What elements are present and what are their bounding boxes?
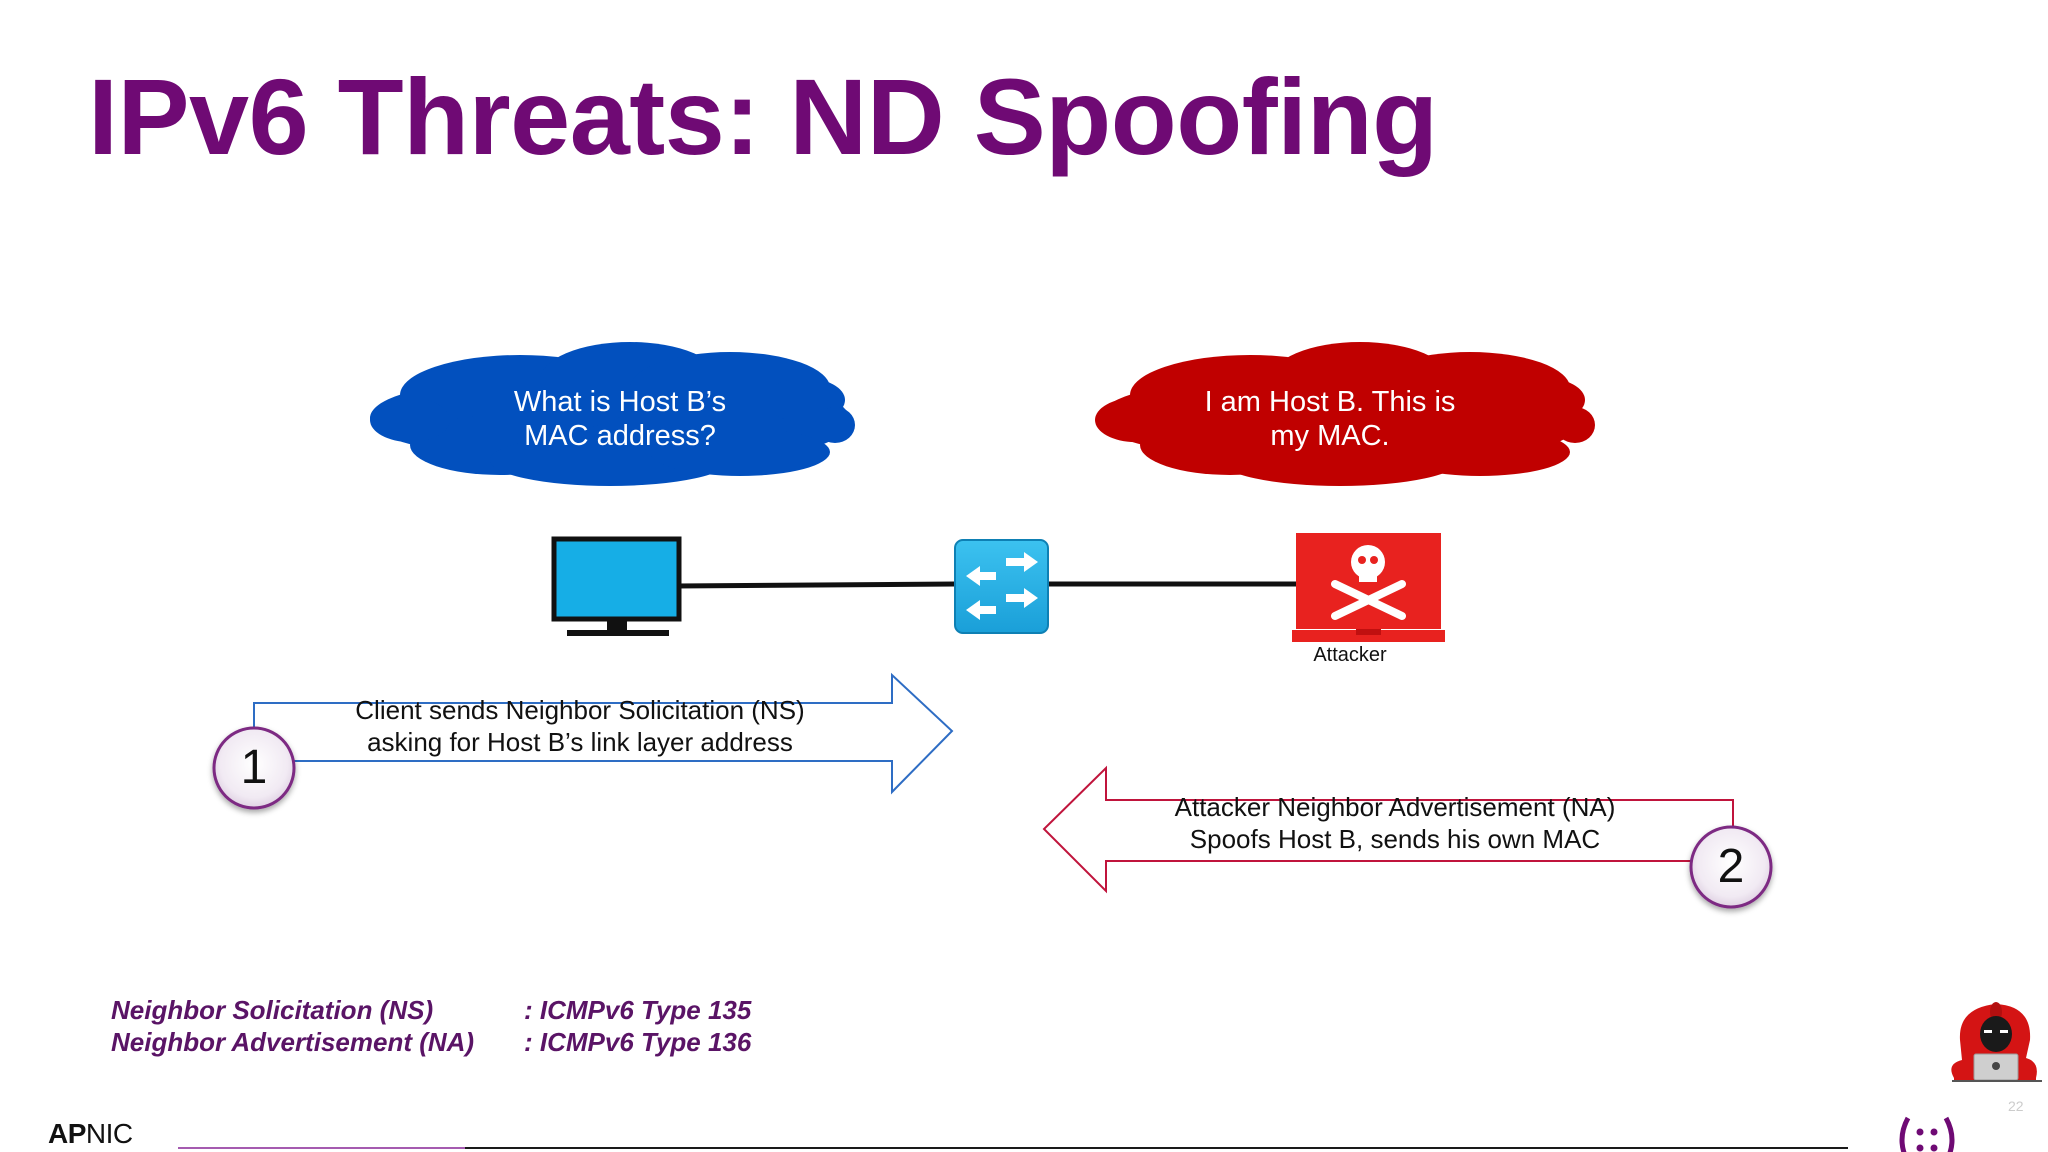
client-question-cloud	[370, 342, 855, 486]
page-number: 22	[2008, 1098, 2024, 1114]
ipv6-forum-logo	[1899, 1116, 1955, 1152]
step1-line2: asking for Host B’s link layer address	[367, 727, 793, 757]
step2-circle	[1689, 825, 1773, 909]
attacker-reply-line1: I am Host B. This is	[1204, 386, 1456, 418]
step2-text: Attacker Neighbor Advertisement (NA) Spo…	[1115, 791, 1675, 855]
apnic-logo-bold: AP	[48, 1118, 86, 1149]
slide-title: IPv6 Threats: ND Spoofing	[88, 56, 1438, 177]
step2-arrow	[1042, 765, 1734, 894]
step2-line1: Attacker Neighbor Advertisement (NA)	[1174, 792, 1616, 822]
client-question-line2: MAC address?	[524, 420, 716, 452]
step2-number: 2	[1717, 840, 1745, 893]
step1-text: Client sends Neighbor Solicitation (NS) …	[300, 694, 860, 758]
step1-arrow	[253, 672, 954, 795]
link-client-switch	[675, 581, 956, 589]
switch-icon	[954, 539, 1049, 634]
step1-number: 1	[240, 741, 268, 794]
monitor-icon	[551, 536, 682, 636]
step1-line1: Client sends Neighbor Solicitation (NS)	[355, 695, 805, 725]
skull-crossbones-monitor-icon	[1292, 533, 1445, 642]
step2-line2: Spoofs Host B, sends his own MAC	[1189, 824, 1601, 854]
step1-circle	[212, 726, 296, 810]
client-question-text: What is Host B’s MAC address?	[450, 385, 790, 453]
legend-na-term: Neighbor Advertisement (NA)	[111, 1027, 475, 1057]
attacker-reply-cloud	[1095, 342, 1595, 486]
attacker-reply-text: I am Host B. This is my MAC.	[1160, 385, 1500, 453]
legend-ns-term: Neighbor Solicitation (NS)	[111, 995, 434, 1025]
legend-ns-value: : ICMPv6 Type 135	[524, 995, 752, 1025]
attacker-reply-line2: my MAC.	[1270, 420, 1390, 452]
apnic-logo-rest: NIC	[85, 1118, 133, 1149]
legend-na-value: : ICMPv6 Type 136	[524, 1027, 752, 1057]
attacker-label: Attacker	[1313, 644, 1387, 666]
client-question-line1: What is Host B’s	[513, 386, 727, 418]
apnic-logo: APNIC	[48, 1118, 133, 1150]
hooded-hacker-icon	[1951, 990, 2042, 1082]
